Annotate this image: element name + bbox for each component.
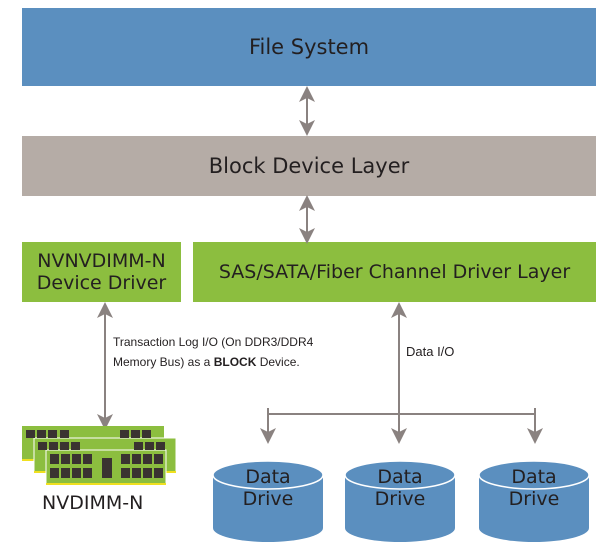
file-system-box [22,8,596,86]
drive-3-line2: Drive [508,488,560,510]
drive-2-line1: Data [377,466,423,488]
transaction-log-annotation: Transaction Log I/O (On DDR3/DDR4 Memory… [113,332,313,372]
block-device-box [22,136,596,196]
drives-graphics [212,460,590,542]
nvdimm-driver-label: NVNVDIMM-N Device Driver [22,242,181,302]
nvdimm-module-icon [22,426,177,486]
file-system-label: File System [248,35,370,59]
drive-cylinder-2 [344,460,456,542]
nvdimm-driver-line2: Device Driver [36,272,167,294]
transaction-line1: Transaction Log I/O (On DDR3/DDR4 [113,335,314,349]
drive-1-line1: Data [245,466,291,488]
drive-1-line2: Drive [242,488,294,510]
nvdimm-driver-box [22,242,181,302]
block-device-label: Block Device Layer [208,154,410,178]
transaction-line2-post: Device. [256,355,300,369]
sas-driver-label: SAS/SATA/Fiber Channel Driver Layer [218,261,571,283]
nvdimm-driver-line1: NVNVDIMM-N [37,250,166,272]
nvdimm-label: NVDIMM-N [42,492,144,514]
drive-cylinder-1 [212,460,324,542]
drive-2-line2: Drive [374,488,426,510]
transaction-line2: Memory Bus) as a BLOCK Device. [113,352,313,372]
data-io-label: Data I/O [406,344,455,359]
drive-3-line1: Data [511,466,557,488]
transaction-line2-bold: BLOCK [213,355,257,369]
transaction-line2-pre: Memory Bus) as a [113,355,214,369]
sas-driver-box [193,242,596,302]
drive-cylinder-3 [478,460,590,542]
arrow-drive-bus [267,408,536,415]
